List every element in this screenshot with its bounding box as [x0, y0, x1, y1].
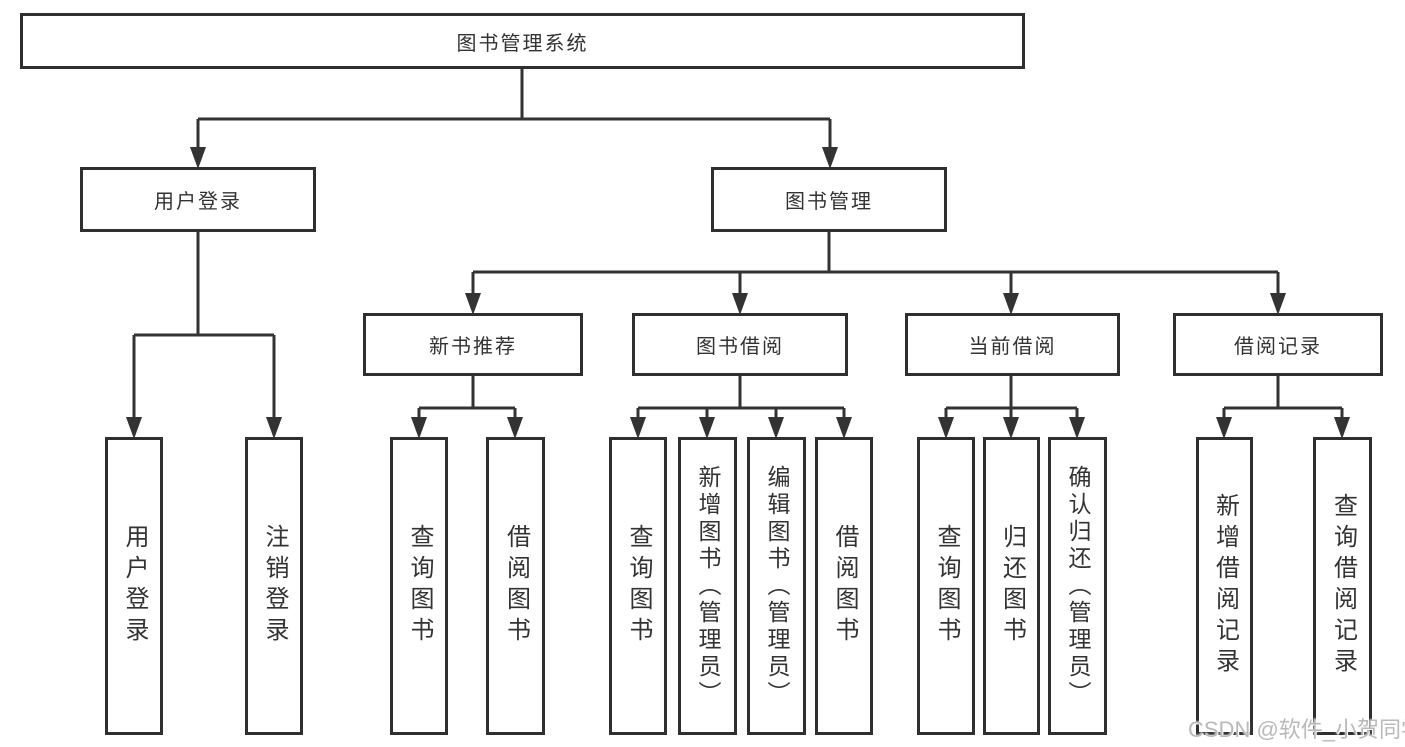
leaf-query-books-current: 查询图书	[917, 437, 975, 735]
leaf-borrow-books-recommend: 借阅图书	[486, 437, 545, 735]
leaf-user-login: 用户登录	[105, 437, 163, 735]
leaf-label: 借阅图书	[502, 524, 530, 648]
leaf-label: 注销登录	[261, 524, 288, 648]
leaf-query-books-recommend: 查询图书	[390, 437, 448, 735]
leaf-label: 用户登录	[121, 524, 148, 648]
leaf-label: 查询借阅记录	[1329, 493, 1357, 679]
leaf-label: 确认归还（管理员）	[1065, 464, 1091, 708]
node-book-borrow: 图书借阅	[632, 313, 848, 376]
node-new-book-recommend: 新书推荐	[363, 313, 583, 376]
node-user-login: 用户登录	[80, 167, 316, 232]
leaf-logout: 注销登录	[245, 437, 303, 735]
leaf-label: 查询图书	[933, 524, 960, 648]
node-borrow-records: 借阅记录	[1173, 313, 1383, 376]
leaf-label: 查询图书	[406, 524, 433, 648]
leaf-query-borrow-record: 查询借阅记录	[1313, 437, 1372, 735]
leaf-label: 新增图书（管理员）	[695, 464, 721, 708]
leaf-borrow-books: 借阅图书	[815, 437, 873, 735]
node-root-system: 图书管理系统	[20, 13, 1025, 69]
watermark-text: CSDN @软件_小贺同学	[1188, 717, 1405, 742]
leaf-query-books-borrow: 查询图书	[609, 437, 667, 735]
node-book-management: 图书管理	[711, 167, 947, 232]
leaf-label: 查询图书	[625, 524, 652, 648]
leaf-label: 归还图书	[998, 524, 1026, 648]
leaf-add-books-admin: 新增图书（管理员）	[678, 437, 737, 735]
leaf-return-books: 归还图书	[983, 437, 1040, 735]
leaf-label: 借阅图书	[831, 524, 858, 648]
leaf-label: 编辑图书（管理员）	[764, 464, 790, 708]
leaf-confirm-return-admin: 确认归还（管理员）	[1048, 437, 1107, 735]
leaf-edit-books-admin: 编辑图书（管理员）	[747, 437, 806, 735]
leaf-add-borrow-record: 新增借阅记录	[1196, 437, 1253, 735]
leaf-label: 新增借阅记录	[1211, 493, 1239, 679]
node-current-borrow: 当前借阅	[905, 313, 1120, 376]
